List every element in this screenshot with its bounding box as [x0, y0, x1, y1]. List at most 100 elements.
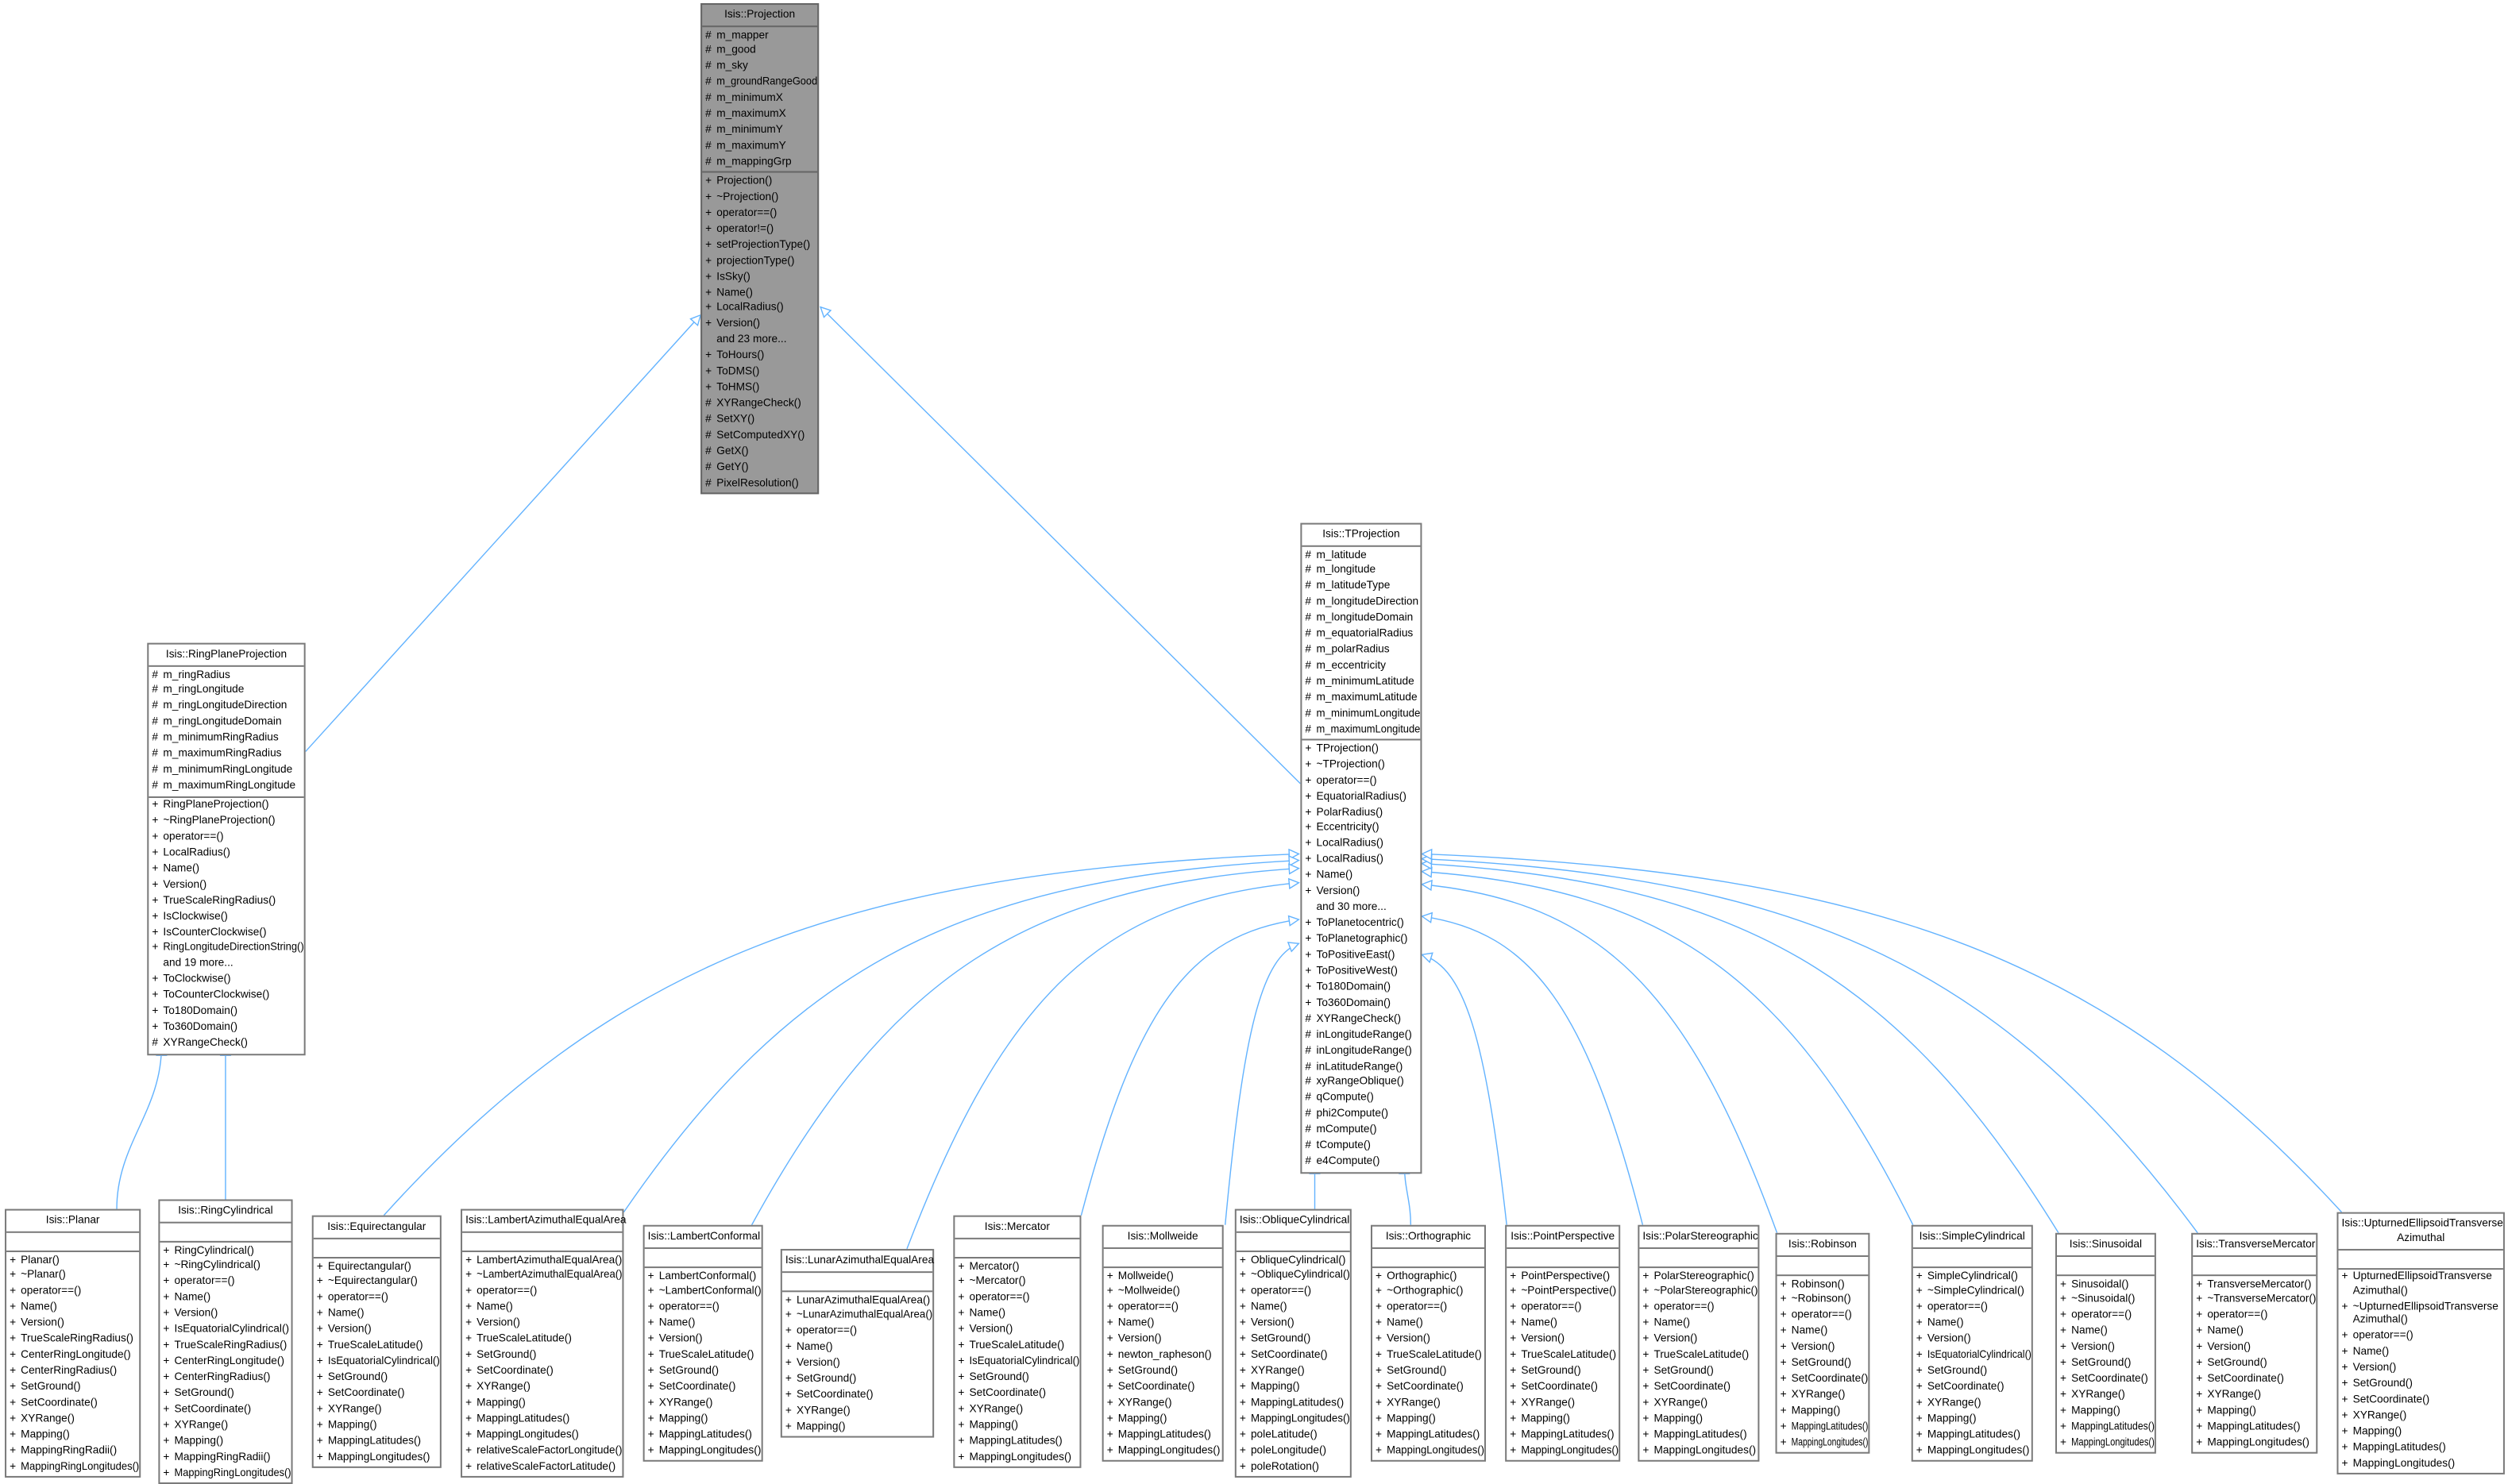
class-title[interactable]: Isis::Orthographic: [1372, 1227, 1484, 1249]
method-item[interactable]: #XYRangeCheck(): [149, 1036, 303, 1052]
method-item[interactable]: +XYRange(): [160, 1418, 291, 1434]
class-title[interactable]: Isis::PointPerspective: [1507, 1227, 1619, 1249]
method-item[interactable]: +SetGround(): [645, 1364, 762, 1380]
method-item[interactable]: +Mapping(): [782, 1420, 932, 1436]
method-item[interactable]: +Mapping(): [1372, 1412, 1484, 1428]
method-item[interactable]: +Version(): [955, 1323, 1079, 1339]
method-item[interactable]: +SetCoordinate(): [1777, 1372, 1869, 1388]
method-item[interactable]: +LocalRadius(): [149, 846, 303, 861]
method-item[interactable]: +Version(): [1777, 1340, 1869, 1356]
method-item[interactable]: +XYRange(): [1372, 1396, 1484, 1412]
class-title[interactable]: Isis::LambertAzimuthalEqualArea: [462, 1211, 622, 1233]
method-item[interactable]: +XYRange(): [6, 1412, 139, 1428]
method-item[interactable]: +UpturnedEllipsoidTransverse Azimuthal(): [2338, 1270, 2502, 1300]
class-box-simplecylindrical[interactable]: Isis::SimpleCylindrical+SimpleCylindrica…: [1912, 1225, 2033, 1463]
method-item[interactable]: +MappingLongitudes(): [1639, 1444, 1758, 1459]
method-item[interactable]: +LocalRadius(): [1302, 853, 1420, 869]
method-item[interactable]: +SetGround(): [1913, 1364, 2031, 1380]
class-box-lambertazimuthalequalarea[interactable]: Isis::LambertAzimuthalEqualArea+LambertA…: [461, 1209, 623, 1478]
method-item[interactable]: +MappingLongitudes(): [1372, 1444, 1484, 1459]
method-item[interactable]: +MappingLatitudes(): [1639, 1428, 1758, 1444]
method-item[interactable]: +XYRange(): [1639, 1396, 1758, 1412]
method-item[interactable]: +SetGround(): [955, 1370, 1079, 1386]
attribute-item[interactable]: #m_maximumLongitude: [1302, 723, 1420, 738]
class-box-projection[interactable]: Isis::Projection#m_mapper#m_good#m_sky#m…: [700, 3, 819, 495]
method-item[interactable]: +Name(): [1777, 1324, 1869, 1340]
method-item[interactable]: +MappingLongitudes(): [1237, 1412, 1350, 1428]
method-item[interactable]: +TrueScaleRingRadius(): [6, 1332, 139, 1348]
method-item[interactable]: #tCompute(): [1302, 1139, 1420, 1154]
method-item[interactable]: +~TransverseMercator(): [2193, 1293, 2316, 1309]
method-item[interactable]: +Name(): [1507, 1316, 1619, 1332]
attribute-item[interactable]: #m_maximumX: [702, 107, 817, 123]
method-item[interactable]: #XYRangeCheck(): [1302, 1012, 1420, 1027]
method-item[interactable]: +CenterRingRadius(): [6, 1364, 139, 1380]
method-item[interactable]: +~RingCylindrical(): [160, 1259, 291, 1275]
method-item[interactable]: +Name(): [1639, 1316, 1758, 1332]
method-item[interactable]: +Version(): [782, 1356, 932, 1372]
method-item[interactable]: +~UpturnedEllipsoidTransverse Azimuthal(…: [2338, 1300, 2502, 1329]
method-item[interactable]: +operator==(): [149, 830, 303, 846]
method-item[interactable]: +TrueScaleLatitude(): [314, 1339, 440, 1355]
method-item[interactable]: +TProjection(): [1302, 742, 1420, 757]
method-item[interactable]: +Mapping(): [1777, 1404, 1869, 1420]
method-item[interactable]: +operator==(): [2057, 1309, 2155, 1324]
method-item[interactable]: +~SimpleCylindrical(): [1913, 1285, 2031, 1301]
method-item[interactable]: +Mapping(): [1104, 1412, 1222, 1428]
method-item[interactable]: +SetGround(): [1639, 1364, 1758, 1380]
method-item[interactable]: +Mollweide(): [1104, 1269, 1222, 1285]
attribute-item[interactable]: #m_longitude: [1302, 564, 1420, 580]
class-title[interactable]: Isis::UpturnedEllipsoidTransverse Azimut…: [2338, 1214, 2502, 1251]
method-item[interactable]: +~Mercator(): [955, 1275, 1079, 1291]
method-item[interactable]: +SetGround(): [782, 1372, 932, 1388]
method-item[interactable]: +Name(): [314, 1307, 440, 1323]
method-item[interactable]: +MappingLongitudes(): [645, 1444, 762, 1459]
method-item[interactable]: +Mapping(): [2338, 1424, 2502, 1440]
method-item[interactable]: +Mapping(): [2057, 1404, 2155, 1420]
method-item[interactable]: +Version(): [1237, 1316, 1350, 1332]
method-item[interactable]: +SimpleCylindrical(): [1913, 1269, 2031, 1285]
attribute-item[interactable]: #m_sky: [702, 60, 817, 75]
method-item[interactable]: +ToClockwise(): [149, 973, 303, 989]
method-item[interactable]: +operator==(): [1372, 1301, 1484, 1316]
attribute-item[interactable]: #m_maximumRingLongitude: [149, 779, 303, 795]
method-item[interactable]: +SetCoordinate(): [1237, 1348, 1350, 1364]
method-item[interactable]: +CenterRingLongitude(): [160, 1355, 291, 1370]
method-item[interactable]: +poleRotation(): [1237, 1459, 1350, 1475]
method-item[interactable]: and 30 more...: [1302, 900, 1420, 916]
method-item[interactable]: +operator==(): [1237, 1285, 1350, 1301]
method-item[interactable]: +Orthographic(): [1372, 1269, 1484, 1285]
method-item[interactable]: +Mapping(): [314, 1418, 440, 1434]
method-item[interactable]: +Version(): [149, 877, 303, 893]
method-item[interactable]: +~LunarAzimuthalEqualArea(): [782, 1309, 932, 1324]
method-item[interactable]: #XYRangeCheck(): [702, 397, 817, 413]
method-item[interactable]: +SetCoordinate(): [2338, 1393, 2502, 1409]
method-item[interactable]: +PointPerspective(): [1507, 1269, 1619, 1285]
method-item[interactable]: +Version(): [1507, 1332, 1619, 1348]
method-item[interactable]: +MappingLatitudes(): [462, 1412, 622, 1428]
method-item[interactable]: +SetCoordinate(): [1913, 1380, 2031, 1396]
method-item[interactable]: +Version(): [1913, 1332, 2031, 1348]
method-item[interactable]: +Mapping(): [2193, 1404, 2316, 1420]
method-item[interactable]: +IsEquatorialCylindrical(): [314, 1355, 440, 1370]
method-item[interactable]: +PolarRadius(): [1302, 805, 1420, 821]
method-item[interactable]: +operator==(): [1302, 773, 1420, 789]
method-item[interactable]: +Name(): [1237, 1301, 1350, 1316]
method-item[interactable]: #SetXY(): [702, 413, 817, 429]
method-item[interactable]: and 19 more...: [149, 957, 303, 973]
method-item[interactable]: +MappingLongitudes(): [1507, 1444, 1619, 1459]
method-item[interactable]: +~Planar(): [6, 1269, 139, 1285]
class-box-orthographic[interactable]: Isis::Orthographic+Orthographic()+~Ortho…: [1371, 1225, 1486, 1463]
method-item[interactable]: +SetCoordinate(): [6, 1396, 139, 1412]
method-item[interactable]: +XYRange(): [1237, 1364, 1350, 1380]
method-item[interactable]: +Name(): [149, 861, 303, 877]
attribute-item[interactable]: #m_ringLongitude: [149, 684, 303, 700]
method-item[interactable]: +IsEquatorialCylindrical(): [160, 1323, 291, 1339]
method-item[interactable]: +MappingLatitudes(): [314, 1434, 440, 1450]
method-item[interactable]: +operator==(): [1777, 1309, 1869, 1324]
method-item[interactable]: +~TProjection(): [1302, 757, 1420, 773]
class-title[interactable]: Isis::ObliqueCylindrical: [1237, 1211, 1350, 1233]
method-item[interactable]: +SetGround(): [2057, 1356, 2155, 1372]
method-item[interactable]: +Version(): [2193, 1340, 2316, 1356]
method-item[interactable]: +~Sinusoidal(): [2057, 1293, 2155, 1309]
